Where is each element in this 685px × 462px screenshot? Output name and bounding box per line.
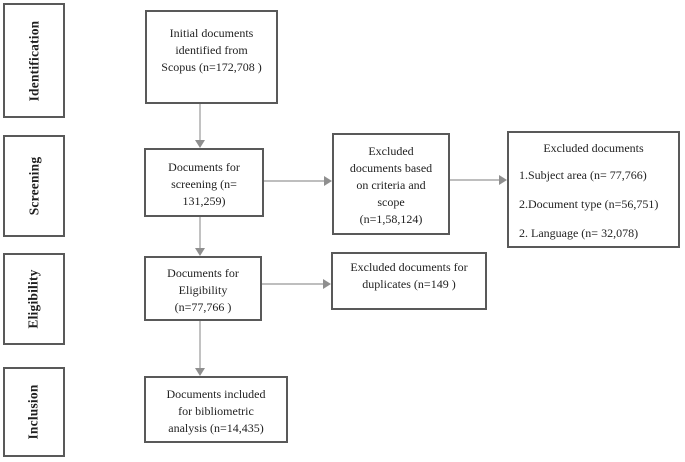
stage-identification-label: Identification — [26, 20, 41, 101]
excluded-documents-title: Excluded documents — [543, 141, 644, 155]
box-excluded-criteria-scope-text: Excluded documents based on criteria and… — [349, 144, 433, 226]
stage-eligibility: Eligibility — [3, 253, 65, 345]
box-documents-for-eligibility-text: Documents for Eligibility (n=77,766 ) — [167, 266, 239, 314]
arrowhead-eligibility-to-duplicates — [323, 279, 331, 289]
box-excluded-documents-details: Excluded documents 1.Subject area (n= 77… — [507, 131, 680, 248]
excluded-item-document-type: 2.Document type (n=56,751) — [519, 197, 659, 211]
arrowhead-initial-to-screening — [195, 140, 205, 148]
box-initial-documents: Initial documents identified from Scopus… — [145, 10, 278, 104]
stage-inclusion-label: Inclusion — [25, 384, 41, 440]
arrowhead-screening-to-eligibility — [195, 248, 205, 256]
box-excluded-duplicates: Excluded documents for duplicates (n=149… — [331, 252, 487, 310]
box-documents-included: Documents included for bibliometric anal… — [144, 376, 288, 443]
arrowhead-criteria-to-details — [499, 175, 507, 185]
stage-screening: Screening — [3, 135, 65, 237]
box-documents-included-text: Documents included for bibliometric anal… — [166, 387, 266, 435]
box-documents-for-eligibility: Documents for Eligibility (n=77,766 ) — [144, 256, 262, 321]
box-documents-for-screening: Documents for screening (n= 131,259) — [144, 148, 264, 217]
arrowhead-eligibility-to-included — [195, 368, 205, 376]
box-documents-for-screening-text: Documents for screening (n= 131,259) — [168, 160, 240, 208]
arrowhead-screening-to-excluded-criteria — [324, 176, 332, 186]
excluded-item-subject-area: 1.Subject area (n= 77,766) — [519, 168, 647, 182]
box-excluded-criteria-scope: Excluded documents based on criteria and… — [332, 133, 450, 235]
stage-identification: Identification — [3, 3, 65, 118]
excluded-item-language: 2. Language (n= 32,078) — [519, 226, 639, 240]
box-initial-documents-text: Initial documents identified from Scopus… — [161, 26, 262, 74]
box-excluded-duplicates-text: Excluded documents for duplicates (n=149… — [350, 260, 468, 291]
stage-eligibility-label: Eligibility — [26, 269, 41, 329]
stage-screening-label: Screening — [26, 156, 41, 216]
stage-inclusion: Inclusion — [3, 367, 65, 457]
